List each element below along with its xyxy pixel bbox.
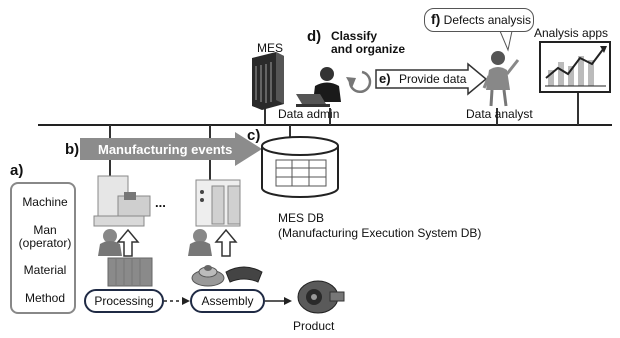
label-e: e) xyxy=(379,71,391,86)
input-arrow-2 xyxy=(214,228,238,257)
data-admin-icon xyxy=(296,67,341,107)
classify-label: Classify and organize xyxy=(331,29,406,57)
factor-machine: Machine xyxy=(22,195,68,209)
label-d: d) xyxy=(307,28,322,45)
analysis-apps-label: Analysis apps xyxy=(534,26,609,40)
provide-arrow xyxy=(375,62,488,96)
label-f: f) xyxy=(431,11,441,27)
label-b: b) xyxy=(65,141,80,158)
data-admin-label: Data admin xyxy=(278,107,340,121)
material-icon xyxy=(107,257,153,287)
operator-2-icon xyxy=(188,229,212,256)
label-c: c) xyxy=(247,127,261,144)
input-arrow-1 xyxy=(116,228,140,257)
defects-label: Defects analysis xyxy=(443,13,532,27)
product-icon xyxy=(297,280,345,314)
cycle-icon xyxy=(346,70,372,94)
factor-man: Man (operator) xyxy=(18,223,72,250)
flow-arrowhead-2 xyxy=(284,297,292,305)
server-rack-icon xyxy=(252,52,284,110)
events-label: Manufacturing events xyxy=(98,142,233,157)
mes-label: MES xyxy=(257,41,284,55)
ellipsis: ... xyxy=(155,195,166,210)
parts-icon xyxy=(191,265,263,287)
defects-callout: f) Defects analysis xyxy=(424,8,534,32)
machine-2-icon xyxy=(195,179,241,227)
factors-box: Machine Man (operator) Material Method xyxy=(10,182,76,314)
factor-material: Material xyxy=(23,263,67,277)
operator-1-icon xyxy=(98,229,122,256)
mes-db-full-label: (Manufacturing Execution System DB) xyxy=(278,226,482,240)
analysis-chart-icon xyxy=(539,41,611,93)
events-arrow xyxy=(80,132,262,166)
data-analyst-icon xyxy=(482,51,520,107)
mes-db-label: MES DB xyxy=(278,211,325,225)
processing-step: Processing xyxy=(84,289,164,313)
database-icon xyxy=(261,136,339,198)
flow-arrowhead-1 xyxy=(182,297,190,305)
factor-method: Method xyxy=(24,291,66,305)
assembly-step: Assembly xyxy=(190,289,265,313)
callout-tail xyxy=(499,30,513,52)
product-label: Product xyxy=(293,319,335,333)
data-analyst-label: Data analyst xyxy=(466,107,533,121)
label-a: a) xyxy=(10,162,24,179)
machine-1-icon xyxy=(93,175,151,227)
provide-data-label: Provide data xyxy=(399,72,467,86)
